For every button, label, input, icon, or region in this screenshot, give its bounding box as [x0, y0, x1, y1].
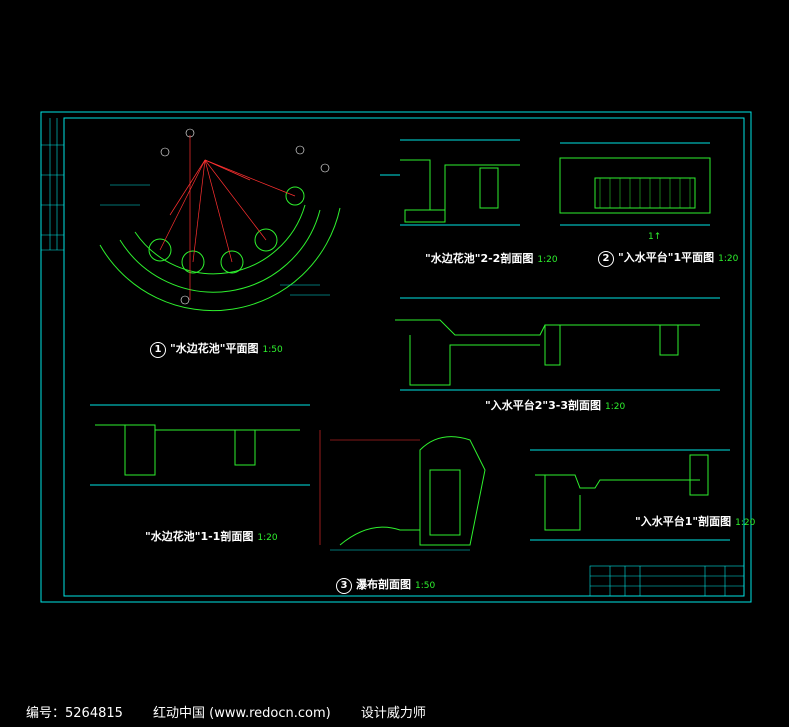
platform-plan-view — [559, 142, 711, 226]
binding-strip — [41, 118, 64, 251]
image-id-text: 编号：5264815 — [26, 706, 123, 721]
planter-section-1-1 — [90, 404, 310, 486]
site-text: 红动中国 (www.redocn.com) — [153, 706, 331, 721]
view-scale: 1:20 — [735, 518, 756, 528]
planter-section-2-2 — [380, 139, 520, 226]
section-mark-label: 1↑ — [648, 232, 662, 242]
view-scale: 1:20 — [257, 533, 278, 543]
planter-plan-view — [99, 128, 341, 312]
title-block — [589, 565, 745, 597]
waterfall-section — [319, 430, 486, 551]
view-scale: 1:20 — [605, 402, 626, 412]
platform1-section — [530, 449, 730, 541]
view-scale: 1:20 — [718, 254, 739, 264]
cad-drawing-canvas — [40, 111, 752, 603]
view-scale: 1:50 — [262, 345, 283, 355]
view-number-2: 2 — [598, 251, 614, 267]
view-number-1: 1 — [150, 342, 166, 358]
sheet-inner-frame — [63, 117, 745, 597]
sheet-outer-frame — [40, 111, 752, 603]
watermark-footer: 编号：5264815 红动中国 (www.redocn.com) 设计威力师 — [0, 700, 789, 727]
view-number-3: 3 — [336, 578, 352, 594]
platform2-section-3-3 — [395, 297, 720, 391]
view-scale: 1:50 — [415, 581, 436, 591]
author-text: 设计威力师 — [360, 706, 426, 721]
view-scale: 1:20 — [537, 255, 558, 265]
